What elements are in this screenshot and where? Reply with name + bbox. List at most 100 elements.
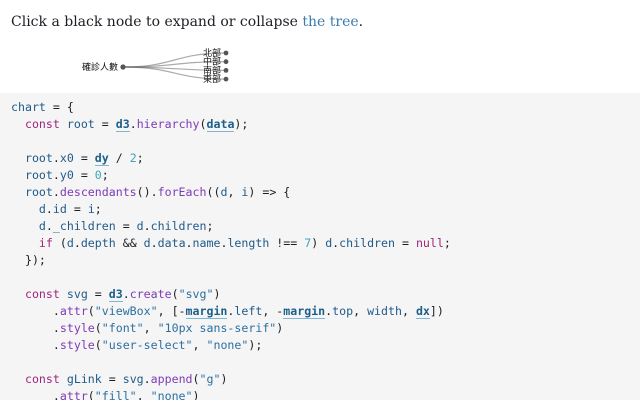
code-token: id — [52, 202, 67, 216]
code-token — [11, 168, 25, 182]
code-token: = — [66, 202, 88, 216]
code-line: const root = d3.hierarchy(data); — [11, 116, 640, 133]
code-token: "none" — [150, 389, 193, 400]
code-token: (). — [136, 185, 158, 199]
code-token: svg — [122, 372, 144, 386]
code-token: . — [45, 219, 53, 233]
code-token: style — [59, 338, 95, 352]
code-token: d — [136, 219, 144, 233]
code-token[interactable]: dy — [94, 151, 109, 166]
code-token: / — [108, 151, 130, 165]
code-token: _children — [52, 219, 116, 233]
tree-child-node[interactable] — [223, 76, 229, 82]
code-token: root — [66, 117, 95, 131]
code-token: ( — [94, 338, 102, 352]
code-token — [11, 151, 25, 165]
code-token: d — [38, 202, 46, 216]
code-token: 0 — [94, 168, 102, 182]
tree-child-node[interactable] — [223, 68, 229, 73]
code-token[interactable]: margin — [185, 304, 228, 319]
code-token: . — [325, 304, 333, 318]
code-token: ( — [192, 372, 200, 386]
code-token: "user-select" — [101, 338, 193, 352]
code-token: svg — [66, 287, 88, 301]
code-token: = — [87, 287, 109, 301]
code-token: ]) — [429, 304, 444, 318]
code-token: }); — [11, 253, 46, 267]
tree-child-node[interactable] — [223, 59, 229, 65]
tree-child-label: 南部 — [203, 64, 221, 76]
tree-link[interactable]: the tree — [302, 14, 359, 30]
code-token: . — [332, 236, 340, 250]
code-line: .style("user-select", "none"); — [11, 337, 640, 354]
code-token: ( — [87, 304, 95, 318]
code-token: = — [101, 372, 123, 386]
code-token: ( — [87, 389, 95, 400]
code-token: style — [59, 321, 95, 335]
code-token: . — [11, 389, 60, 400]
code-token: 7 — [304, 236, 312, 250]
code-token: = — [395, 236, 416, 250]
code-token: . — [122, 287, 130, 301]
code-token — [60, 287, 67, 301]
code-line: .attr("fill", "none") — [11, 388, 640, 400]
code-token: ( — [94, 321, 102, 335]
code-token: children — [150, 219, 207, 233]
code-token: 2 — [129, 151, 137, 165]
code-token: depth — [80, 236, 116, 250]
code-token: , — [353, 304, 368, 318]
code-token — [60, 372, 67, 386]
code-token: , — [227, 185, 242, 199]
code-token — [11, 287, 25, 301]
code-token: . — [52, 168, 60, 182]
code-line: if (d.depth && d.data.name.length !== 7)… — [11, 235, 640, 252]
code-token: . — [150, 236, 158, 250]
code-token: name — [192, 236, 221, 250]
code-token: create — [129, 287, 172, 301]
code-token: ; — [101, 168, 109, 182]
code-line: d._children = d.children; — [11, 218, 640, 235]
code-token: "g" — [199, 372, 221, 386]
tree-child-node[interactable] — [223, 50, 229, 56]
code-token: . — [227, 304, 235, 318]
tree-child-label: 中部 — [203, 56, 221, 68]
code-token: . — [45, 202, 53, 216]
code-token: forEach — [157, 185, 207, 199]
code-token: data — [157, 236, 186, 250]
code-token: ) — [213, 287, 221, 301]
code-line: .attr("viewBox", [-margin.left, -margin.… — [11, 303, 640, 320]
code-token: . — [11, 338, 60, 352]
code-token: = — [94, 117, 116, 131]
code-token: attr — [59, 389, 88, 400]
code-token: ; — [94, 202, 102, 216]
code-token: top — [332, 304, 354, 318]
code-token: "svg" — [178, 287, 214, 301]
code-token: . — [129, 117, 137, 131]
code-token: d — [220, 185, 228, 199]
code-token: ; — [136, 151, 144, 165]
code-token[interactable]: data — [206, 117, 235, 132]
code-token: ( — [171, 287, 179, 301]
code-token: , — [401, 304, 416, 318]
code-token[interactable]: margin — [283, 304, 326, 319]
code-token: !== — [269, 236, 305, 250]
code-token[interactable]: d3 — [108, 287, 123, 302]
code-token[interactable]: d3 — [115, 117, 130, 132]
code-token — [11, 117, 25, 131]
intro-prefix: Click a black node to expand or collapse — [11, 14, 303, 30]
code-token[interactable]: dx — [415, 304, 430, 319]
code-token: ; — [206, 219, 214, 233]
code-line: .style("font", "10px sans-serif") — [11, 320, 640, 337]
code-token — [60, 117, 67, 131]
code-line: const gLink = svg.append("g") — [11, 371, 640, 388]
tree-root-node[interactable] — [120, 64, 126, 70]
code-token: = — [115, 219, 137, 233]
code-token: width — [367, 304, 402, 318]
code-token: ) — [276, 321, 284, 335]
code-line — [11, 354, 640, 371]
code-line — [11, 133, 640, 150]
intro-suffix: . — [358, 14, 364, 30]
code-token: "viewBox" — [94, 304, 158, 318]
code-token: ( — [52, 236, 67, 250]
code-token: "fill" — [94, 389, 137, 400]
